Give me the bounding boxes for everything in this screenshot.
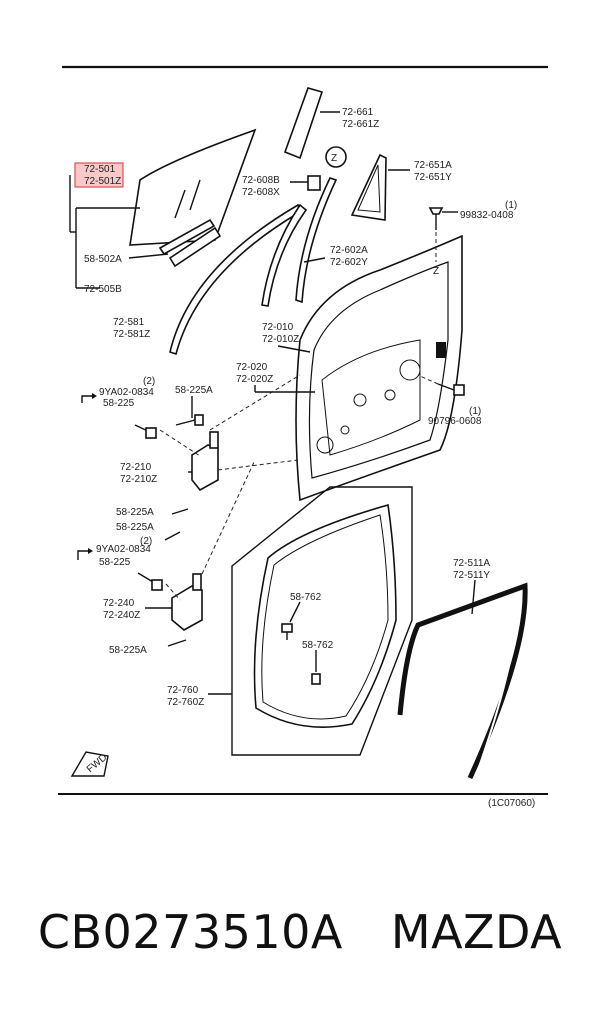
- label-weatherstrip-body-2: 72-511Y: [453, 570, 490, 581]
- label-clip-2: 58-762: [302, 640, 334, 651]
- part-number: CB0273510A: [37, 905, 343, 959]
- label-run-channel-1: 72-602A: [330, 245, 368, 256]
- label-58225A-4: 58-225A: [109, 645, 147, 656]
- label-lower-bolt-58225: 58-225: [99, 557, 131, 568]
- run-channel: [295, 177, 338, 304]
- label-quarter-glass-2: 72-651Y: [414, 172, 452, 183]
- label-run-channel-2: 72-602Y: [330, 257, 368, 268]
- bolt-58225A-1: [175, 414, 204, 426]
- label-lower-bolt-count: (2): [140, 536, 152, 547]
- bolt-90796: [437, 383, 465, 396]
- label-clip-1: 58-762: [290, 592, 322, 603]
- door-panel: [295, 234, 463, 502]
- label-window-guide-1: 72-608B: [242, 175, 280, 186]
- label-regulator-2: 72-020Z: [236, 374, 273, 385]
- sash-pillar: [283, 87, 324, 160]
- label-door-panel-2: 72-010Z: [262, 334, 299, 345]
- label-weatherstrip-door-1: 72-760: [167, 685, 199, 696]
- quarter-glass: [350, 153, 387, 221]
- upper-arrow: [81, 395, 92, 403]
- label-weatherstrip-door-2: 72-760Z: [167, 697, 204, 708]
- label-glass-lower: 72-505B: [84, 284, 122, 295]
- window-guide: [307, 175, 321, 191]
- callout-z-top: [325, 146, 347, 168]
- label-upper-bolt-count: (2): [143, 376, 155, 387]
- parts-diagram: 72-501 72-501Z 58-502A 72-505B 72-661 72…: [58, 65, 548, 809]
- label-lower-hinge-2: 72-240Z: [103, 610, 140, 621]
- label-upper-bolt-58225: 58-225: [103, 398, 135, 409]
- label-lower-hinge-1: 72-240: [103, 598, 135, 609]
- label-weatherstrip-body-1: 72-511A: [453, 558, 490, 569]
- label-bolt-90796: 90796-0608: [428, 416, 482, 427]
- fwd-arrow-icon: [70, 751, 109, 777]
- bolt-58225-lower: [137, 572, 163, 591]
- label-glass-2: 72-501Z: [84, 176, 121, 187]
- label-bolt-right-count: (1): [505, 200, 517, 211]
- weatherstrip-box: [231, 486, 413, 756]
- label-callout-z-mid: Z: [433, 266, 439, 277]
- label-bolt-90796-count: (1): [469, 406, 481, 417]
- door-weatherstrip: [253, 503, 397, 728]
- label-58225A-2: 58-225A: [116, 507, 154, 518]
- label-58225A-1: 58-225A: [175, 385, 213, 396]
- label-quarter-glass-1: 72-651A: [414, 160, 452, 171]
- label-belt-molding-1: 72-581: [113, 317, 145, 328]
- brand-name: MAZDA: [390, 905, 563, 959]
- upper-hinge: [191, 444, 219, 492]
- label-upper-hinge-2: 72-210Z: [120, 474, 157, 485]
- label-bolt-right: 99832-0408: [460, 210, 514, 221]
- clip-58762-2: [311, 650, 321, 685]
- label-sash-pillar-2: 72-661Z: [342, 119, 379, 130]
- lower-hinge: [171, 585, 203, 631]
- label-lower-bolt-code: 9YA02-0834: [96, 544, 151, 555]
- label-regulator-1: 72-020: [236, 362, 268, 373]
- label-58225A-3: 58-225A: [116, 522, 154, 533]
- label-belt-molding-2: 72-581Z: [113, 329, 150, 340]
- label-sash-pillar-1: 72-661: [342, 107, 374, 118]
- bolt-58225A-3: [164, 531, 181, 541]
- label-window-guide-2: 72-608X: [242, 187, 280, 198]
- bolt-58225-upper: [134, 424, 157, 439]
- label-glass-1: 72-501: [84, 164, 116, 175]
- clip-58762-1: [281, 601, 301, 640]
- door-glass: [129, 128, 257, 268]
- caption: CB0273510A MAZDA: [0, 905, 600, 975]
- bolt-99832: [428, 207, 444, 230]
- label-ref-code: (1C07060): [488, 798, 535, 809]
- label-callout-z-top: Z: [331, 153, 337, 164]
- glass-label-highlight: [74, 162, 124, 188]
- bolt-58225A-2: [171, 508, 189, 515]
- bolt-58225A-4: [167, 639, 187, 647]
- label-upper-hinge-1: 72-210: [120, 462, 152, 473]
- label-upper-bolt-code: 9YA02-0834: [99, 387, 154, 398]
- label-glass-channel: 58-502A: [84, 254, 122, 265]
- label-door-panel-1: 72-010: [262, 322, 294, 333]
- lower-arrow: [77, 550, 88, 560]
